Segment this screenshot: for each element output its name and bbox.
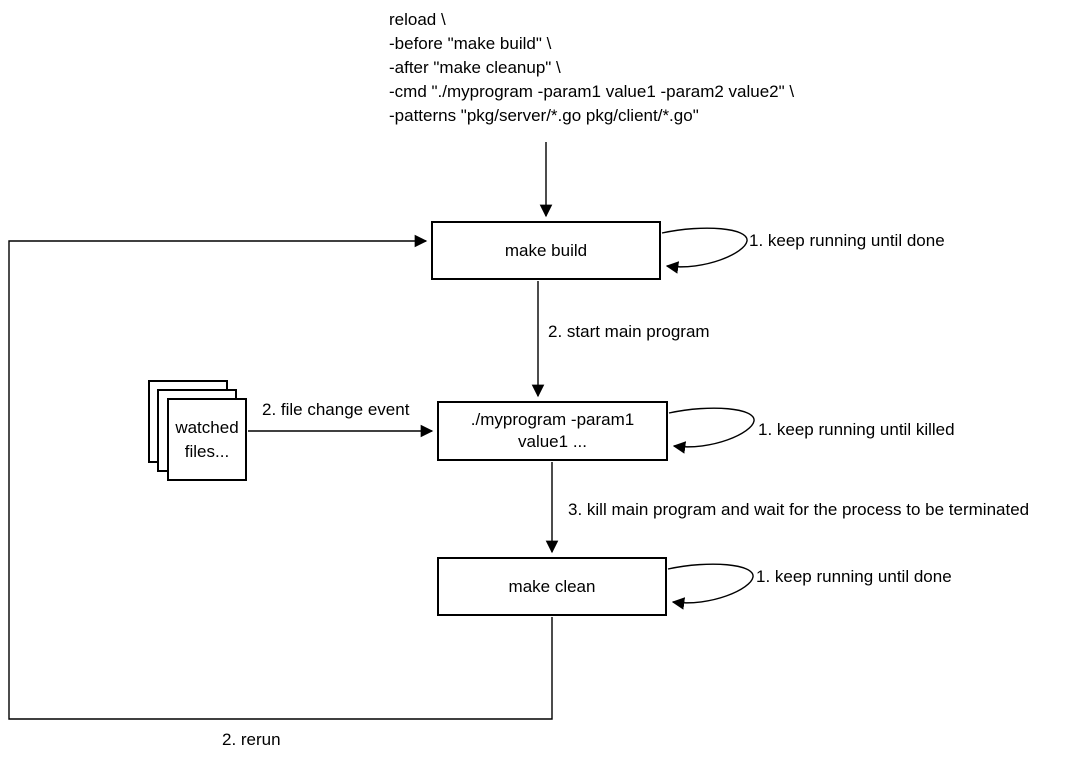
self-loop-make-build <box>661 227 748 274</box>
self-loop-make-clean <box>667 563 754 610</box>
label-start-main-program: 2. start main program <box>548 321 710 343</box>
node-myprogram: ./myprogram -param1 value1 ... <box>437 401 668 461</box>
stacked-documents-icon: watched files... <box>167 398 247 481</box>
label-keep-running-until-killed: 1. keep running until killed <box>758 419 955 441</box>
node-make-build: make build <box>431 221 661 280</box>
edge-rerun-loop <box>8 234 553 720</box>
command-invocation-text: reload \ -before "make build" \ -after "… <box>389 10 795 125</box>
label-keep-running-until-done-clean: 1. keep running until done <box>756 566 952 588</box>
label-rerun: 2. rerun <box>222 729 281 751</box>
label-keep-running-until-done-build: 1. keep running until done <box>749 230 945 252</box>
label-kill-main-program: 3. kill main program and wait for the pr… <box>568 499 1030 521</box>
label-file-change-event: 2. file change event <box>262 399 410 421</box>
node-make-build-label: make build <box>504 240 588 260</box>
node-watched-files-label: watched files... <box>175 417 239 461</box>
node-make-clean-label: make clean <box>508 576 596 596</box>
node-make-clean: make clean <box>437 557 667 616</box>
node-myprogram-label: ./myprogram -param1 value1 ... <box>470 410 635 451</box>
self-loop-myprogram <box>668 407 755 454</box>
